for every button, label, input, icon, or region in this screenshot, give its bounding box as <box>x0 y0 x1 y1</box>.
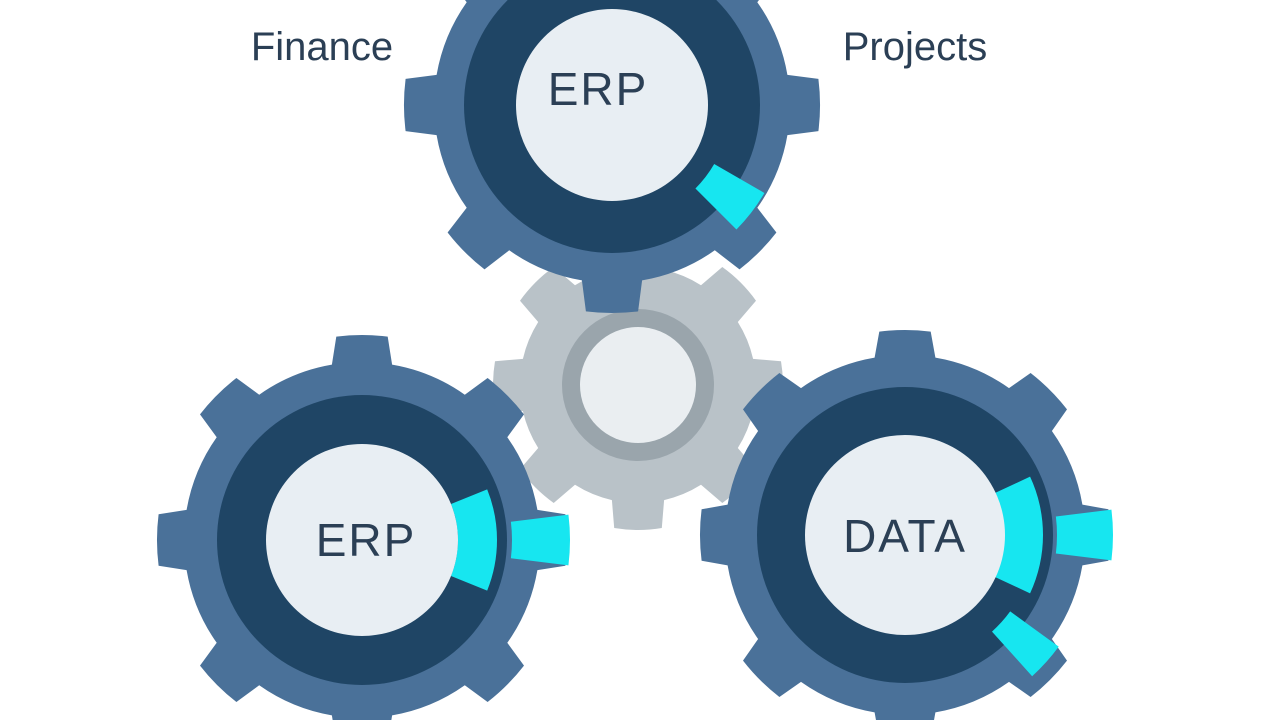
bottom-right-gear-tooth-accent <box>1055 509 1113 561</box>
bottom-right-gear-accent <box>992 476 1043 594</box>
bottom-right-gear-accent-lower <box>991 611 1059 677</box>
bottom-left-gear-label: ERP <box>316 514 417 566</box>
finance-label: Finance <box>251 25 393 69</box>
top-gear: ERP <box>404 0 820 313</box>
bottom-left-gear-accent <box>451 489 497 591</box>
top-gear-label: ERP <box>548 63 649 115</box>
bottom-left-gear-hub <box>266 444 458 636</box>
bottom-left-gear: ERP <box>157 335 571 720</box>
bottom-right-gear-label: DATA <box>843 510 967 562</box>
top-gear-hub <box>516 9 708 201</box>
center-gear-hub <box>580 327 696 443</box>
center-gear <box>493 240 783 530</box>
bottom-left-gear-tooth-accent <box>510 514 571 566</box>
projects-label: Projects <box>843 25 988 69</box>
bottom-right-gear-hub <box>805 435 1005 635</box>
top-gear-accent <box>695 164 765 230</box>
bottom-right-gear: DATA <box>700 330 1113 720</box>
